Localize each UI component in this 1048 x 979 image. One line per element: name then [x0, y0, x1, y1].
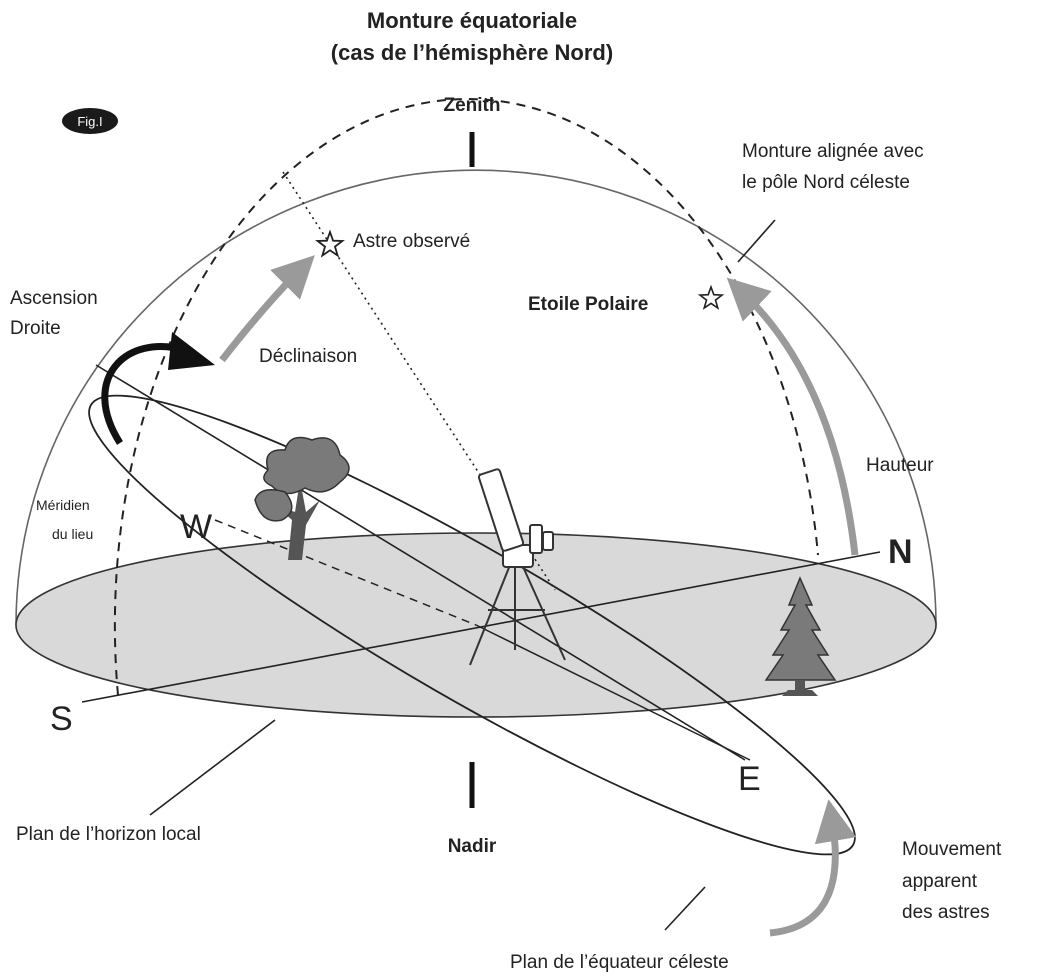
zenith-label: Zenith [444, 95, 501, 116]
altitude-label: Hauteur [866, 455, 934, 476]
meridian-label-2: du lieu [52, 526, 93, 542]
mount-aligned-pointer [737, 219, 776, 263]
apparent-motion-label-3: des astres [902, 902, 990, 923]
tree-icon [254, 436, 350, 560]
telescope-icon [469, 468, 566, 666]
pine-tree-icon [764, 576, 837, 696]
south-label: S [50, 700, 73, 738]
apparent-motion-label-1: Mouvement [902, 839, 1002, 860]
mount-aligned-label-2: le pôle Nord céleste [742, 172, 910, 193]
declination-arrow [219, 255, 315, 363]
star-icon [315, 229, 345, 258]
right-ascension-arrow [101, 343, 186, 445]
altitude-arrow [726, 277, 859, 556]
declination-line [95, 364, 746, 761]
right-ascension-label-1: Ascension [10, 288, 98, 309]
equator-plane-label: Plan de l’équateur céleste [510, 952, 729, 973]
celestial-dome [15, 169, 937, 626]
west-east-line [475, 624, 751, 761]
west-east-dashed-line [214, 519, 477, 626]
right-ascension-arrowhead [168, 332, 215, 370]
west-label: W [180, 508, 212, 546]
horizon-plane-label: Plan de l’horizon local [16, 824, 201, 845]
apparent-motion-label-2: apparent [902, 871, 978, 892]
title-line-2: (cas de l’hémisphère Nord) [331, 40, 613, 65]
nadir-label: Nadir [448, 836, 497, 857]
horizon-plane-pointer [149, 719, 276, 816]
observed-star-label: Astre observé [353, 231, 470, 252]
right-ascension-label-2: Droite [10, 318, 61, 339]
declination-label: Déclinaison [259, 346, 357, 367]
title-line-1: Monture équatoriale [367, 8, 577, 33]
apparent-motion-arrow [769, 799, 857, 937]
east-label: E [738, 760, 761, 798]
polaris-label: Etoile Polaire [528, 294, 648, 315]
north-label: N [888, 533, 913, 571]
star-icon [697, 284, 725, 310]
figure-badge [62, 108, 118, 134]
equator-plane-pointer [664, 886, 706, 931]
figure-badge-label: Fig.I [77, 114, 102, 129]
mount-aligned-label-1: Monture alignée avec [742, 141, 924, 162]
meridian-label-1: Méridien [36, 497, 90, 513]
